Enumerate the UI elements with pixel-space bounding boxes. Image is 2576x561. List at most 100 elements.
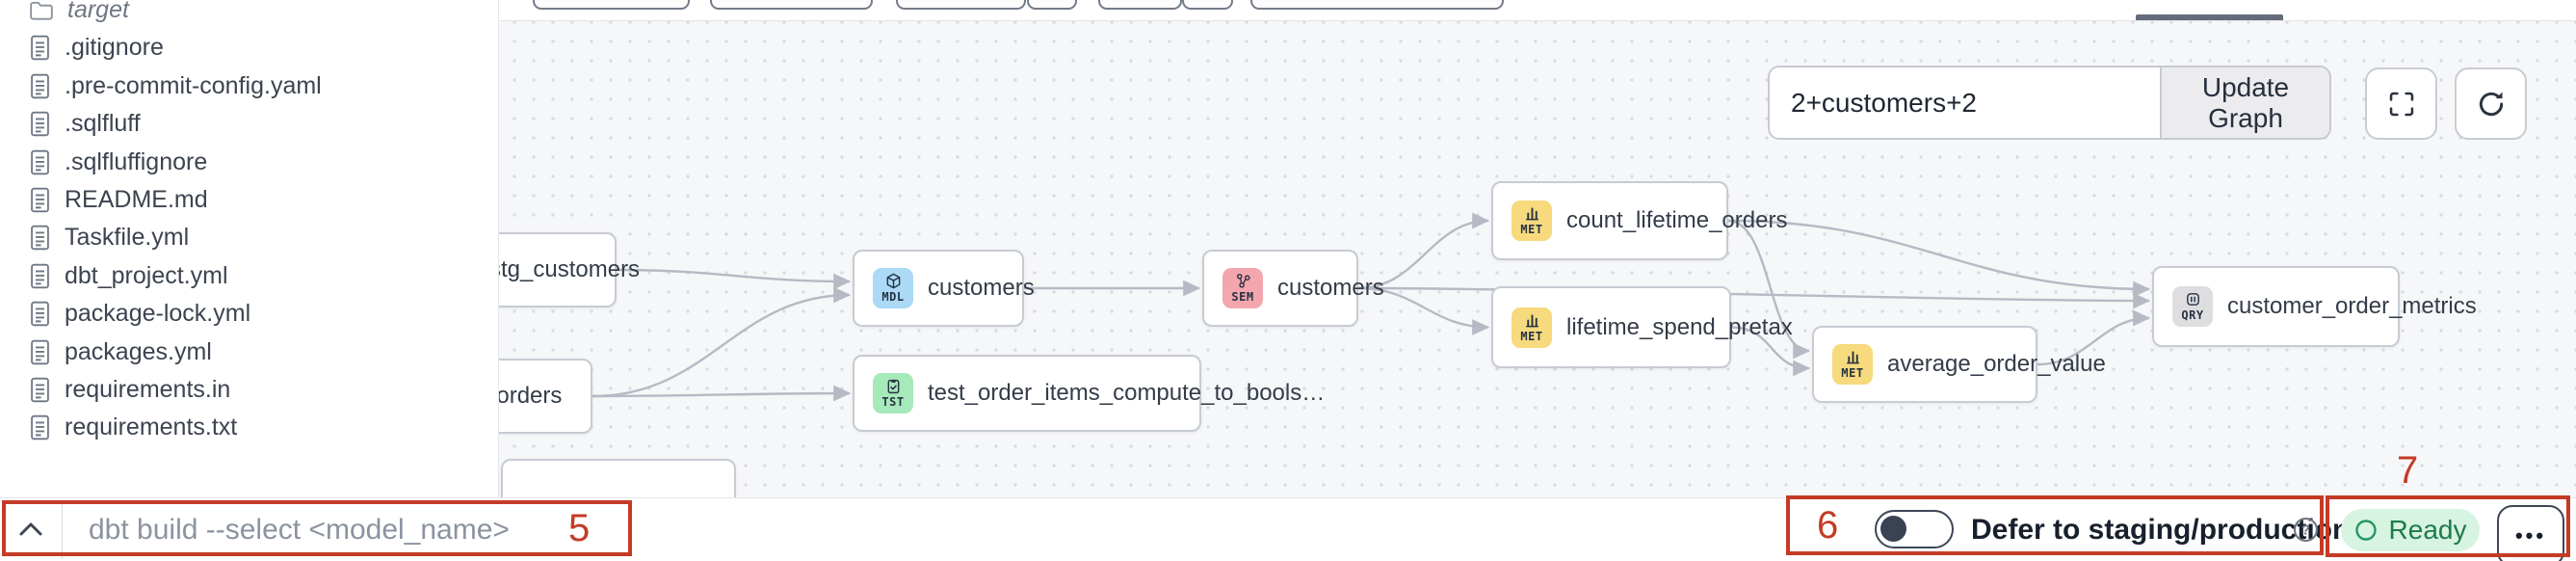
file-icon	[31, 377, 49, 403]
fullscreen-icon	[2389, 92, 2413, 116]
node-label: test_order_items_compute_to_bools…	[928, 380, 1326, 406]
status-circle-icon	[2354, 520, 2377, 541]
defer-toggle-knob	[1880, 516, 1906, 542]
file-name: Taskfile.yml	[65, 224, 190, 252]
top-toolbar-button-7[interactable]	[1250, 0, 1504, 10]
more-options-button[interactable]: •••	[2497, 505, 2564, 561]
file-explorer-panel: target .gitignore .pre-commit-config.yaml.…	[0, 0, 499, 498]
status-badge-ready: Ready	[2341, 509, 2480, 551]
defer-toggle[interactable]	[1875, 510, 1954, 548]
node-label: customer_order_metrics	[2227, 293, 2477, 319]
graph-node-count_lifetime_orders[interactable]: MET count_lifetime_orders	[1491, 181, 1787, 260]
svg-text:?: ?	[2301, 522, 2310, 539]
node-badge-tst: TST	[873, 373, 913, 414]
edge-count_lifetime_orders-to-customer_order_metrics	[1727, 219, 2151, 298]
file-name: README.md	[65, 186, 208, 213]
divider	[62, 500, 63, 559]
folder-icon	[30, 1, 53, 20]
test-clipboard-icon	[887, 379, 899, 394]
file-name: package-lock.yml	[65, 300, 251, 328]
file-row-packages-yml[interactable]: packages.yml	[0, 334, 498, 371]
node-label: lifetime_spend_pretax	[1566, 313, 1793, 340]
fullscreen-button[interactable]	[2365, 67, 2437, 140]
file-row-requirements-txt[interactable]: requirements.txt	[0, 409, 498, 446]
file-row--sqlfluff[interactable]: .sqlfluff	[0, 105, 498, 143]
graph-node-customers_sem[interactable]: SEM customers	[1202, 250, 1384, 327]
file-name: requirements.txt	[65, 414, 238, 441]
active-tab-indicator	[2136, 14, 2283, 20]
file-icon	[31, 111, 49, 137]
badge-label: SEM	[1231, 290, 1254, 304]
badge-label: MET	[1841, 366, 1864, 380]
defer-label: Defer to staging/production	[1971, 513, 2351, 546]
question-circle-icon: ?	[2294, 518, 2318, 542]
node-label: average_order_value	[1887, 351, 2106, 377]
edge-lifetime_spend_pretax-to-average_order_value	[1730, 326, 1811, 377]
badge-label: MET	[1520, 329, 1543, 343]
refresh-icon	[2479, 91, 2503, 116]
metric-chart-icon	[1846, 351, 1859, 364]
chevron-up-icon	[19, 522, 42, 536]
metric-chart-icon	[1525, 207, 1538, 221]
refresh-button[interactable]	[2455, 67, 2527, 140]
top-toolbar-button-1[interactable]	[533, 0, 690, 10]
model-cube-icon	[886, 273, 900, 289]
edge-stg_customers-to-customers	[616, 268, 852, 290]
graph-node-customer_order_metrics[interactable]: QRY customer_order_metrics	[2152, 266, 2477, 347]
node-badge-mdl: MDL	[873, 268, 913, 308]
top-toolbar-button-5[interactable]	[1098, 0, 1182, 10]
file-icon	[31, 36, 49, 61]
file-row-requirements-in[interactable]: requirements.in	[0, 371, 498, 409]
file-icon	[31, 226, 49, 251]
file-row--gitignore[interactable]: .gitignore	[0, 29, 498, 67]
file-icon	[31, 415, 49, 441]
top-toolbar-button-3[interactable]	[896, 0, 1026, 10]
node-badge-sem: SEM	[1222, 268, 1263, 308]
command-input[interactable]	[87, 506, 630, 554]
node-badge-met: MET	[1511, 200, 1552, 241]
badge-label: MET	[1520, 223, 1543, 236]
file-name: .gitignore	[65, 34, 164, 62]
file-name: .sqlfluffignore	[65, 147, 208, 175]
badge-label: MDL	[881, 290, 905, 304]
graph-selector-group: Update Graph	[1768, 66, 2331, 140]
node-label: count_lifetime_orders	[1566, 207, 1788, 233]
node-badge-met: MET	[1511, 307, 1552, 348]
top-toolbar-button-2[interactable]	[710, 0, 873, 10]
edge-stg_orders-to-customers	[591, 286, 852, 398]
file-row-target[interactable]: target	[0, 0, 498, 29]
command-bar: Defer to staging/production ? Ready •••	[0, 497, 2576, 561]
file-row-readme-md[interactable]: README.md	[0, 181, 498, 219]
top-toolbar-button-6[interactable]	[1182, 0, 1233, 10]
top-toolbar-button-4[interactable]	[1027, 0, 1077, 10]
update-graph-button[interactable]: Update Graph	[2160, 67, 2329, 138]
graph-node-lifetime_spend_pretax[interactable]: MET lifetime_spend_pretax	[1491, 286, 1793, 368]
file-name: target	[67, 0, 129, 23]
file-name: .sqlfluff	[65, 110, 141, 138]
file-row-package-lock-yml[interactable]: package-lock.yml	[0, 295, 498, 333]
file-row--sqlfluffignore[interactable]: .sqlfluffignore	[0, 144, 498, 181]
metric-chart-icon	[1525, 313, 1538, 327]
node-badge-qry: QRY	[2172, 286, 2213, 327]
graph-node-average_order_value[interactable]: MET average_order_value	[1812, 326, 2106, 403]
file-icon	[31, 301, 49, 327]
file-row-taskfile-yml[interactable]: Taskfile.yml	[0, 219, 498, 256]
ellipsis-icon: •••	[2514, 523, 2547, 548]
file-row--pre-commit-config-yaml[interactable]: .pre-commit-config.yaml	[0, 67, 498, 105]
expand-command-bar-button[interactable]	[8, 512, 54, 547]
file-row-dbt-project-yml[interactable]: dbt_project.yml	[0, 257, 498, 295]
selector-input[interactable]	[1770, 67, 2160, 138]
file-name: packages.yml	[65, 337, 212, 365]
file-icon	[31, 263, 49, 289]
badge-label: TST	[881, 395, 905, 409]
edge-customers_sem-to-count_lifetime_orders	[1357, 212, 1490, 290]
file-icon	[31, 187, 49, 213]
edge-customers_sem-to-lifetime_spend_pretax	[1357, 286, 1490, 335]
graph-node-test_order_items[interactable]: TST test_order_items_compute_to_bools…	[853, 355, 1325, 432]
file-icon	[31, 73, 49, 99]
help-icon[interactable]: ?	[2293, 517, 2319, 548]
node-label: stg_customers	[489, 256, 641, 282]
node-label: customers	[1277, 275, 1384, 301]
